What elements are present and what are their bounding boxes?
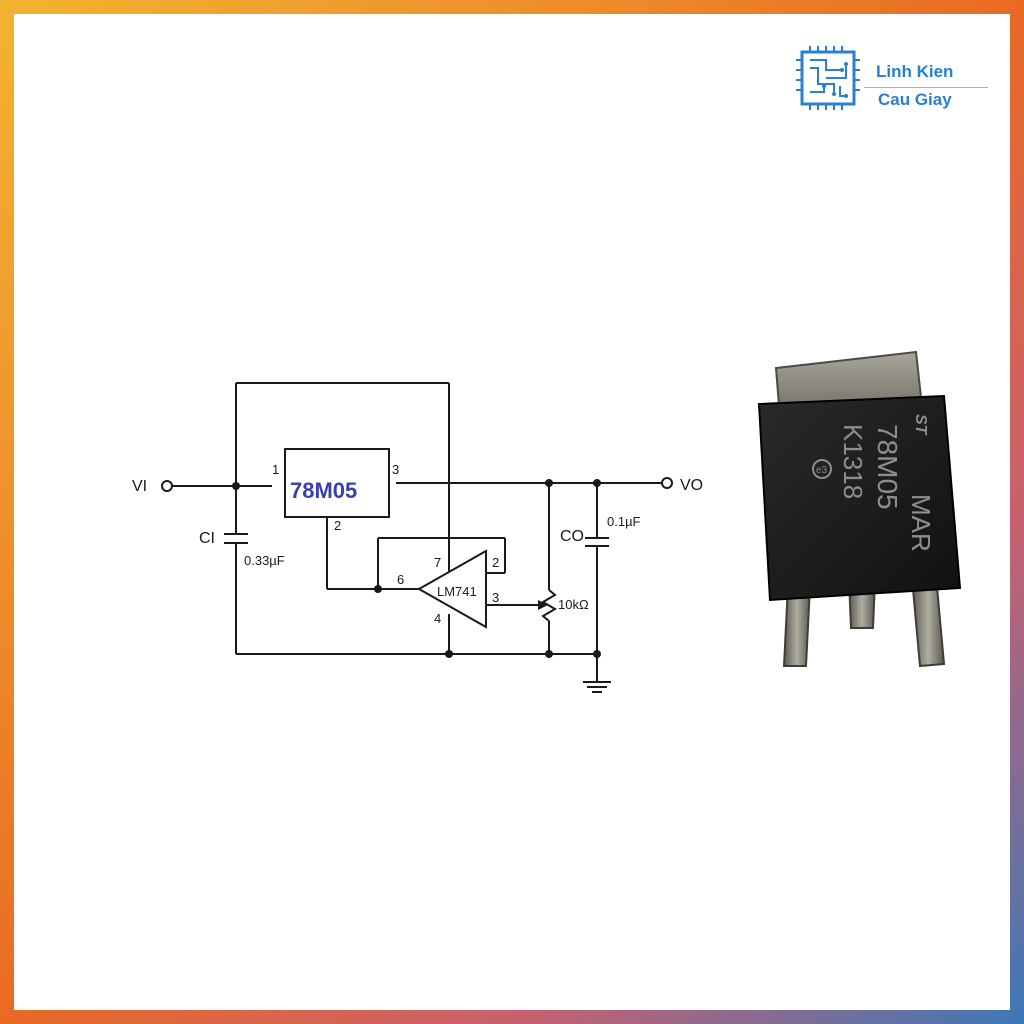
opamp-name: LM741: [437, 584, 477, 599]
marking-lot-code: K1318: [838, 424, 868, 499]
output-terminal: [661, 477, 673, 489]
marking-date-code: MAR: [906, 494, 936, 552]
opamp-pin-vminus: 4: [434, 611, 441, 626]
pot-resistor: [541, 589, 557, 622]
input-voltage-label: VI: [132, 478, 147, 495]
st-logo-icon: ST: [912, 414, 929, 436]
opamp-pin-output: 6: [397, 572, 404, 587]
brand-divider: [864, 87, 988, 88]
brand-name-line1: Linh Kien: [876, 62, 954, 81]
package-body: [757, 394, 962, 602]
input-cap-value: 0.33µF: [244, 553, 285, 568]
regulator-pin-in: 1: [272, 462, 279, 477]
marking-badge: e3: [816, 465, 828, 476]
regulator-photo: 78M05 MAR K1318 ST e3: [757, 350, 962, 668]
output-cap-label: CO: [560, 528, 584, 545]
output-cap-value: 0.1µF: [607, 514, 641, 529]
opamp-pin-vplus: 7: [434, 555, 441, 570]
junction-dot: [445, 650, 453, 658]
input-cap-label: CI: [199, 530, 215, 547]
brand-name-line2: Cau Giay: [878, 90, 952, 109]
junction-dot: [593, 650, 601, 658]
junction-dot: [593, 479, 601, 487]
regulator-pin-common: 2: [334, 518, 341, 533]
junction-dot: [374, 585, 382, 593]
circuit-schematic: VI VO 78M05 1 3 2 LM741 2 3 6 7 4 CI 0.3…: [132, 382, 703, 693]
regulator-box: [284, 448, 390, 518]
opamp-pin-inverting: 2: [492, 555, 499, 570]
junction-dot: [545, 479, 553, 487]
opamp-triangle: [416, 549, 487, 629]
junction-dot: [545, 650, 553, 658]
regulator-pin-out: 3: [392, 462, 399, 477]
opamp-pin-noninverting: 3: [492, 590, 499, 605]
junction-dot: [232, 482, 240, 490]
input-terminal: [161, 480, 173, 492]
regulator-name: 78M05: [290, 478, 357, 503]
content-canvas: Linh Kien Cau Giay: [14, 14, 1010, 1010]
rohs-badge-icon: e3: [812, 459, 832, 479]
pot-value: 10kΩ: [558, 597, 589, 612]
chip-icon: [796, 46, 860, 110]
marking-part-number: 78M05: [872, 424, 903, 510]
output-voltage-label: VO: [680, 477, 703, 494]
wiper-arrow: [538, 600, 548, 610]
brand-logo[interactable]: Linh Kien Cau Giay: [796, 36, 1006, 116]
